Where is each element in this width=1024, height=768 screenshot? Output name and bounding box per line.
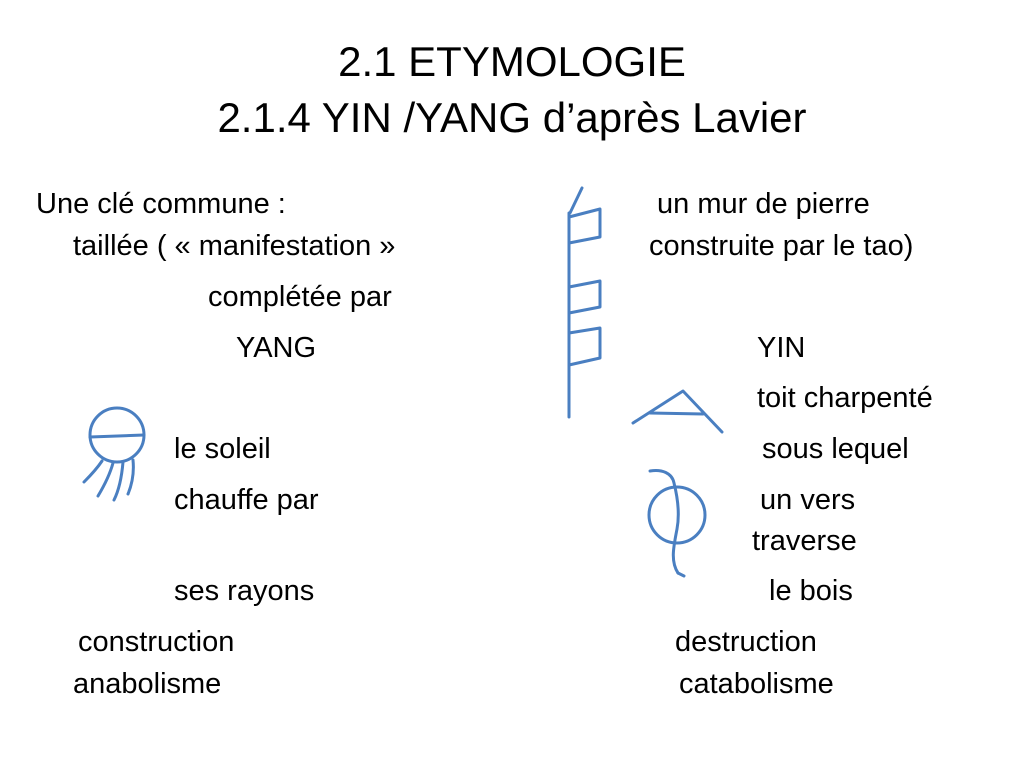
left-line-2: taillée ( « manifestation »: [73, 230, 396, 262]
yin-label: YIN: [757, 332, 806, 364]
worm-through-wood-glyph-icon: [647, 469, 707, 578]
slide-title: 2.1 ETYMOLOGIE 2.1.4 YIN /YANG d’après L…: [0, 34, 1024, 146]
crosses-label: traverse: [752, 525, 857, 557]
rays-label: ses rayons: [174, 575, 315, 607]
title-line-2: 2.1.4 YIN /YANG d’après Lavier: [217, 94, 807, 141]
yang-label: YANG: [236, 332, 317, 364]
left-line-1: Une clé commune :: [36, 188, 286, 220]
wood-label: le bois: [769, 575, 853, 607]
built-label: construite par le tao): [649, 230, 914, 262]
title-line-1: 2.1 ETYMOLOGIE: [338, 38, 686, 85]
sun-with-rays-glyph-icon: [82, 406, 146, 502]
construction-label: construction: [78, 626, 235, 658]
stone-wall-glyph-icon: [567, 186, 602, 419]
under-label: sous lequel: [762, 433, 909, 465]
worm-label: un vers: [760, 484, 856, 516]
left-line-3: complétée par: [208, 281, 392, 313]
heats-label: chauffe par: [174, 484, 319, 516]
roof-label: toit charpenté: [757, 382, 933, 414]
roof-glyph-icon: [631, 389, 724, 434]
destruction-label: destruction: [675, 626, 817, 658]
anabolism-label: anabolisme: [73, 668, 222, 700]
wall-label: un mur de pierre: [657, 188, 870, 220]
sun-label: le soleil: [174, 433, 271, 465]
catabolism-label: catabolisme: [679, 668, 834, 700]
